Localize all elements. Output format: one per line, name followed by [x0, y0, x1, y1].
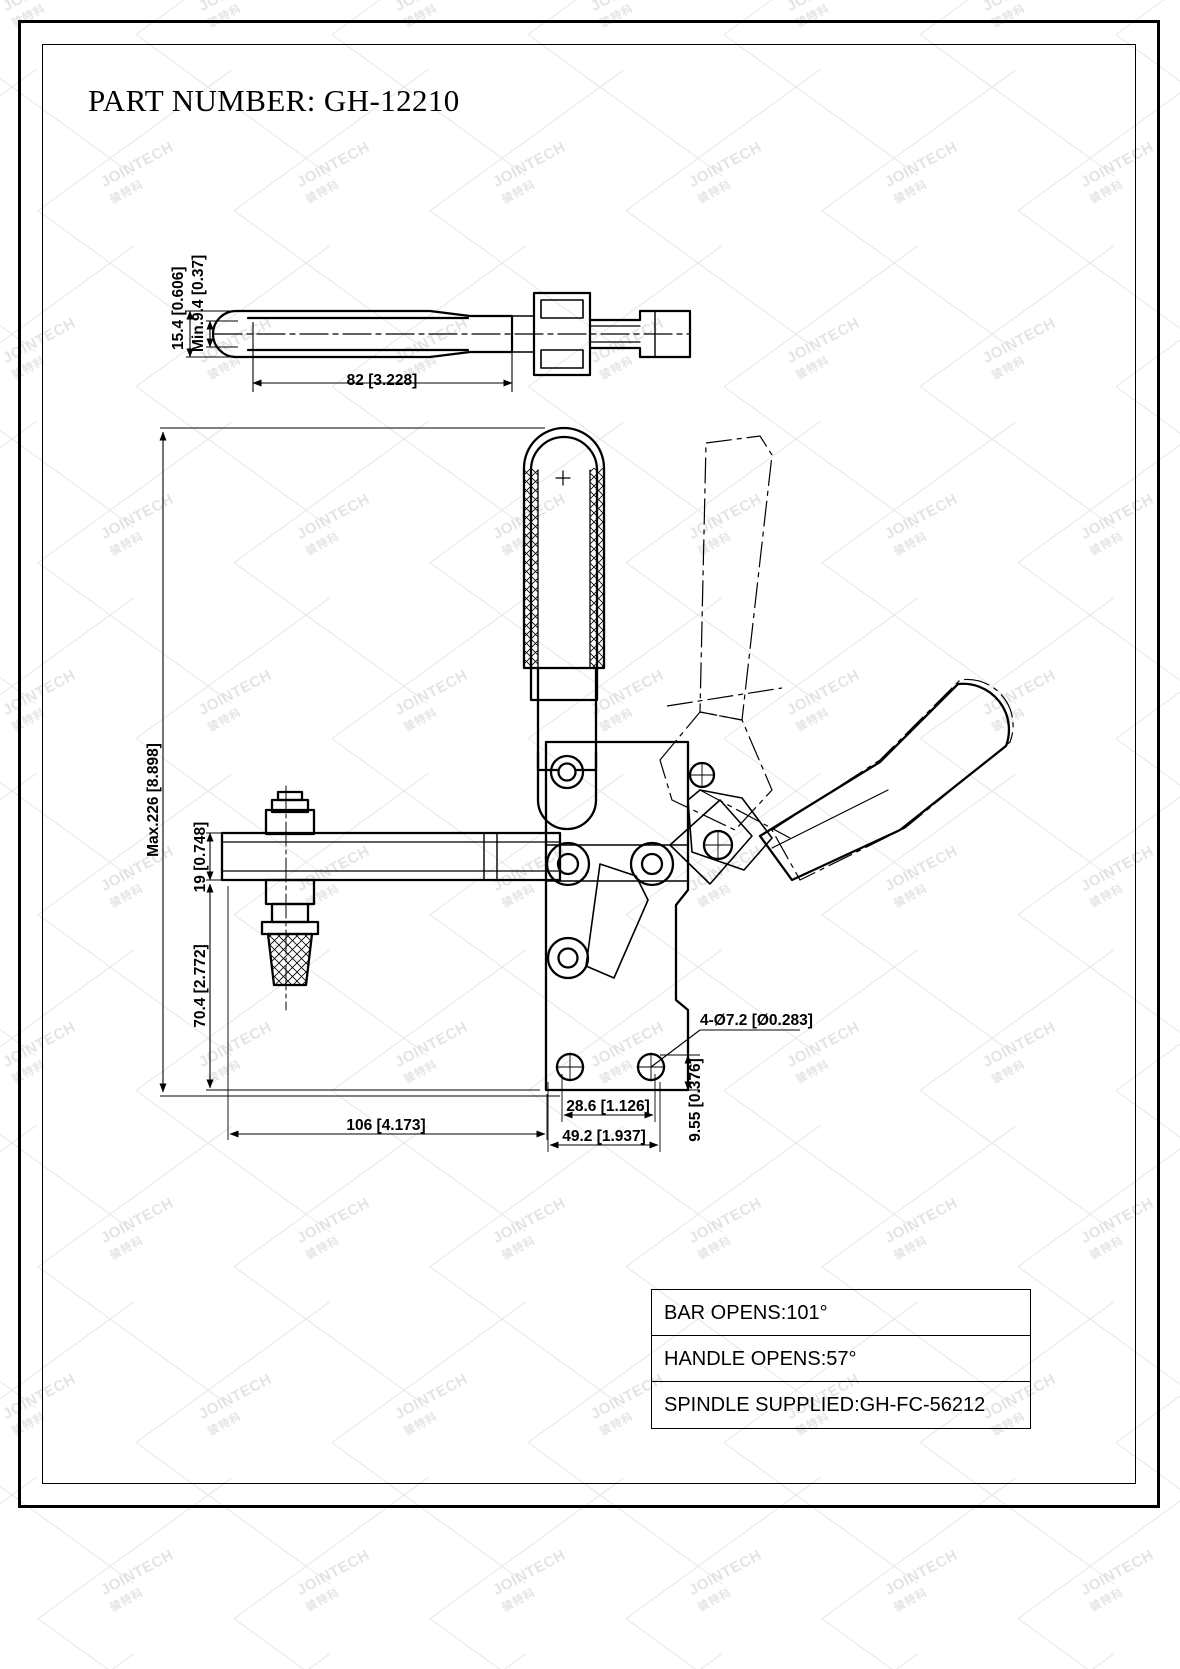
page-title: PART NUMBER: GH-12210: [88, 83, 460, 118]
dim-max-height: Max.226 [8.898]: [145, 743, 162, 857]
dim-hole-spacing-inner: 28.6 [1.126]: [566, 1098, 650, 1115]
dim-top-length: 82 [3.228]: [347, 372, 418, 389]
front-view-geometry: [220, 426, 1011, 1092]
dim-edge-to-hole: 9.55 [0.376]: [687, 1058, 704, 1142]
front-view-dimensions: [159, 427, 800, 1152]
sheet-border-inner: [42, 44, 1136, 1484]
dim-top-height-min: Min.9.4 [0.37]: [190, 255, 207, 352]
notes-table: BAR OPENS:101° HANDLE OPENS:57° SPINDLE …: [651, 1289, 1031, 1429]
note-row-bar-opens: BAR OPENS:101°: [652, 1290, 1030, 1336]
dim-spindle-height: 19 [0.748]: [192, 822, 209, 893]
dim-hole-callout: 4-Ø7.2 [Ø0.283]: [700, 1012, 813, 1029]
dim-base-length: 106 [4.173]: [346, 1117, 425, 1134]
dim-hole-spacing-width: 49.2 [1.937]: [562, 1128, 646, 1145]
front-view-phantom-handle: [659, 435, 1014, 881]
note-row-spindle-supplied: SPINDLE SUPPLIED:GH-FC-56212: [664, 1394, 986, 1416]
sheet-border-outer: [18, 20, 1160, 1508]
note-row-handle-opens: HANDLE OPENS:57°: [652, 1336, 1030, 1382]
top-view-dimensions: [186, 310, 513, 392]
top-view-geometry: [211, 291, 692, 377]
dim-top-height-overall: 15.4 [0.606]: [170, 266, 187, 350]
dim-base-to-spindle: 70.4 [2.772]: [192, 944, 209, 1028]
